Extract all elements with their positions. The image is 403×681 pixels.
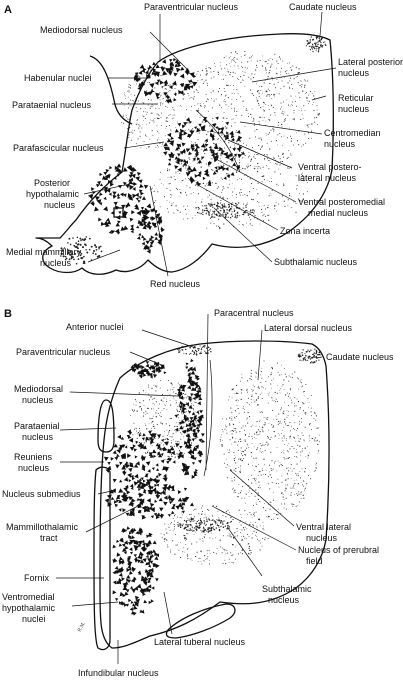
panel-b-labels: Paracentral nucleus Anterior nuclei Late…	[2, 308, 394, 678]
label-b-ventromedial-hypothalamic-line1: Ventromedial	[2, 592, 55, 602]
label-b-ventral-lateral-line2: nucleus	[306, 533, 338, 543]
panel-b-anterior-stipple	[177, 344, 212, 356]
label-a-ventral-posteromedial-line2: medial nucleus	[308, 208, 369, 218]
label-a-ventral-posterolateral-line2: lateral nucleus	[298, 173, 357, 183]
panel-b-leaders	[56, 313, 323, 664]
panel-a: A	[4, 2, 403, 289]
label-a-caudate-nucleus: Caudate nucleus	[289, 2, 357, 12]
label-a-posterior-hypothalamic-line2: hypothalamic	[26, 189, 80, 199]
label-a-reticular-nucleus-line1: Reticular	[338, 93, 374, 103]
panel-a-labels: Paraventricular nucleus Caudate nucleus …	[6, 2, 403, 289]
panel-b: B	[2, 308, 394, 678]
panel-a-fornix-mark	[113, 207, 124, 218]
panel-a-stippling-coarse	[60, 57, 246, 265]
label-b-parataenial-nucleus-line1: Parataenial	[14, 421, 60, 431]
label-b-mediodorsal-nucleus-line2: nucleus	[22, 395, 54, 405]
panel-a-stippling-fine	[121, 50, 320, 230]
panel-a-ventricle-edge	[89, 55, 133, 125]
label-a-centromedian-nucleus-line1: Centromedian	[324, 128, 381, 138]
label-b-paracentral-nucleus: Paracentral nucleus	[214, 308, 294, 318]
label-b-prerubral-field-line2: field	[306, 556, 323, 566]
label-a-posterior-hypothalamic-line3: nucleus	[44, 200, 76, 210]
label-a-mediodorsal-nucleus: Mediodorsal nucleus	[40, 25, 123, 35]
label-b-prerubral-field-line1: Nucleus of prerubral	[298, 545, 379, 555]
panel-b-stippling-fine	[129, 360, 320, 565]
label-b-lateral-dorsal-nucleus: Lateral dorsal nucleus	[264, 323, 353, 333]
panel-b-letter: B	[4, 308, 12, 320]
label-b-fornix: Fornix	[24, 573, 50, 583]
panel-b-fornix-tube	[93, 466, 111, 651]
label-a-ventral-posterolateral-line1: Ventral postero-	[298, 162, 362, 172]
panel-b-optic-tract	[165, 603, 236, 639]
panel-b-internal-boundary	[203, 359, 213, 477]
panel-a-letter: A	[4, 4, 12, 16]
label-b-reuniens-nucleus-line2: nucleus	[18, 463, 50, 473]
label-b-lateral-tuberal-nucleus: Lateral tuberal nucleus	[154, 637, 246, 647]
label-a-subthalamic-nucleus: Subthalamic nucleus	[274, 257, 358, 267]
label-b-infundibular-nucleus: Infundibular nucleus	[78, 668, 159, 678]
label-b-ventromedial-hypothalamic-line3: nuclei	[22, 614, 46, 624]
artist-signature: R.M.	[77, 622, 86, 633]
label-b-reuniens-nucleus-line1: Reuniens	[14, 452, 53, 462]
label-a-ventral-posteromedial-line1: Ventral posteromedial	[298, 197, 385, 207]
label-a-lateral-posterior-nucleus-line1: Lateral posterior	[338, 57, 403, 67]
label-a-centromedian-nucleus-line2: nucleus	[324, 139, 356, 149]
panel-b-third-ventricle	[97, 399, 115, 453]
panel-a-section-outline	[35, 33, 334, 275]
label-b-subthalamic-nucleus-line2: nucleus	[268, 595, 300, 605]
label-a-red-nucleus: Red nucleus	[150, 279, 201, 289]
label-a-paraventricular-nucleus: Paraventricular nucleus	[144, 2, 239, 12]
label-b-mammillothalamic-line1: Mammillothalamic	[6, 522, 79, 532]
label-b-parataenial-nucleus-line2: nucleus	[22, 432, 54, 442]
label-a-posterior-hypothalamic-line1: Posterior	[34, 178, 70, 188]
panel-a-leaders	[83, 11, 337, 277]
panel-b-stippling-coarse	[104, 358, 205, 616]
label-b-paraventricular-nucleus: Paraventricular nucleus	[16, 347, 111, 357]
label-b-anterior-nuclei: Anterior nuclei	[66, 322, 124, 332]
label-a-habenular-nuclei: Habenular nuclei	[24, 73, 92, 83]
label-b-mammillothalamic-line2: tract	[40, 533, 58, 543]
label-a-reticular-nucleus-line2: nucleus	[338, 104, 370, 114]
label-b-ventromedial-hypothalamic-line2: hypothalamic	[2, 603, 56, 613]
panel-b-section-outline	[99, 340, 330, 649]
label-a-lateral-posterior-nucleus-line2: nucleus	[338, 68, 370, 78]
label-b-caudate-nucleus: Caudate nucleus	[326, 352, 394, 362]
panel-a-caudate-stipple	[305, 35, 327, 53]
label-b-ventral-lateral-line1: Ventral lateral	[296, 522, 351, 532]
label-a-medial-mammillary-line2: nucleus	[40, 258, 72, 268]
label-a-parataenial-nucleus: Parataenial nucleus	[12, 100, 92, 110]
label-b-nucleus-submedius: Nucleus submedius	[2, 489, 81, 499]
label-a-parafascicular-nucleus: Parafascicular nucleus	[13, 143, 104, 153]
label-a-medial-mammillary-line1: Medial mammillary	[6, 247, 82, 257]
label-b-subthalamic-nucleus-line1: Subthalamic	[262, 584, 312, 594]
panel-b-caudate-stipple	[297, 348, 322, 364]
label-a-zona-incerta: Zona incerta	[280, 226, 330, 236]
label-b-mediodorsal-nucleus-line1: Mediodorsal	[14, 384, 63, 394]
